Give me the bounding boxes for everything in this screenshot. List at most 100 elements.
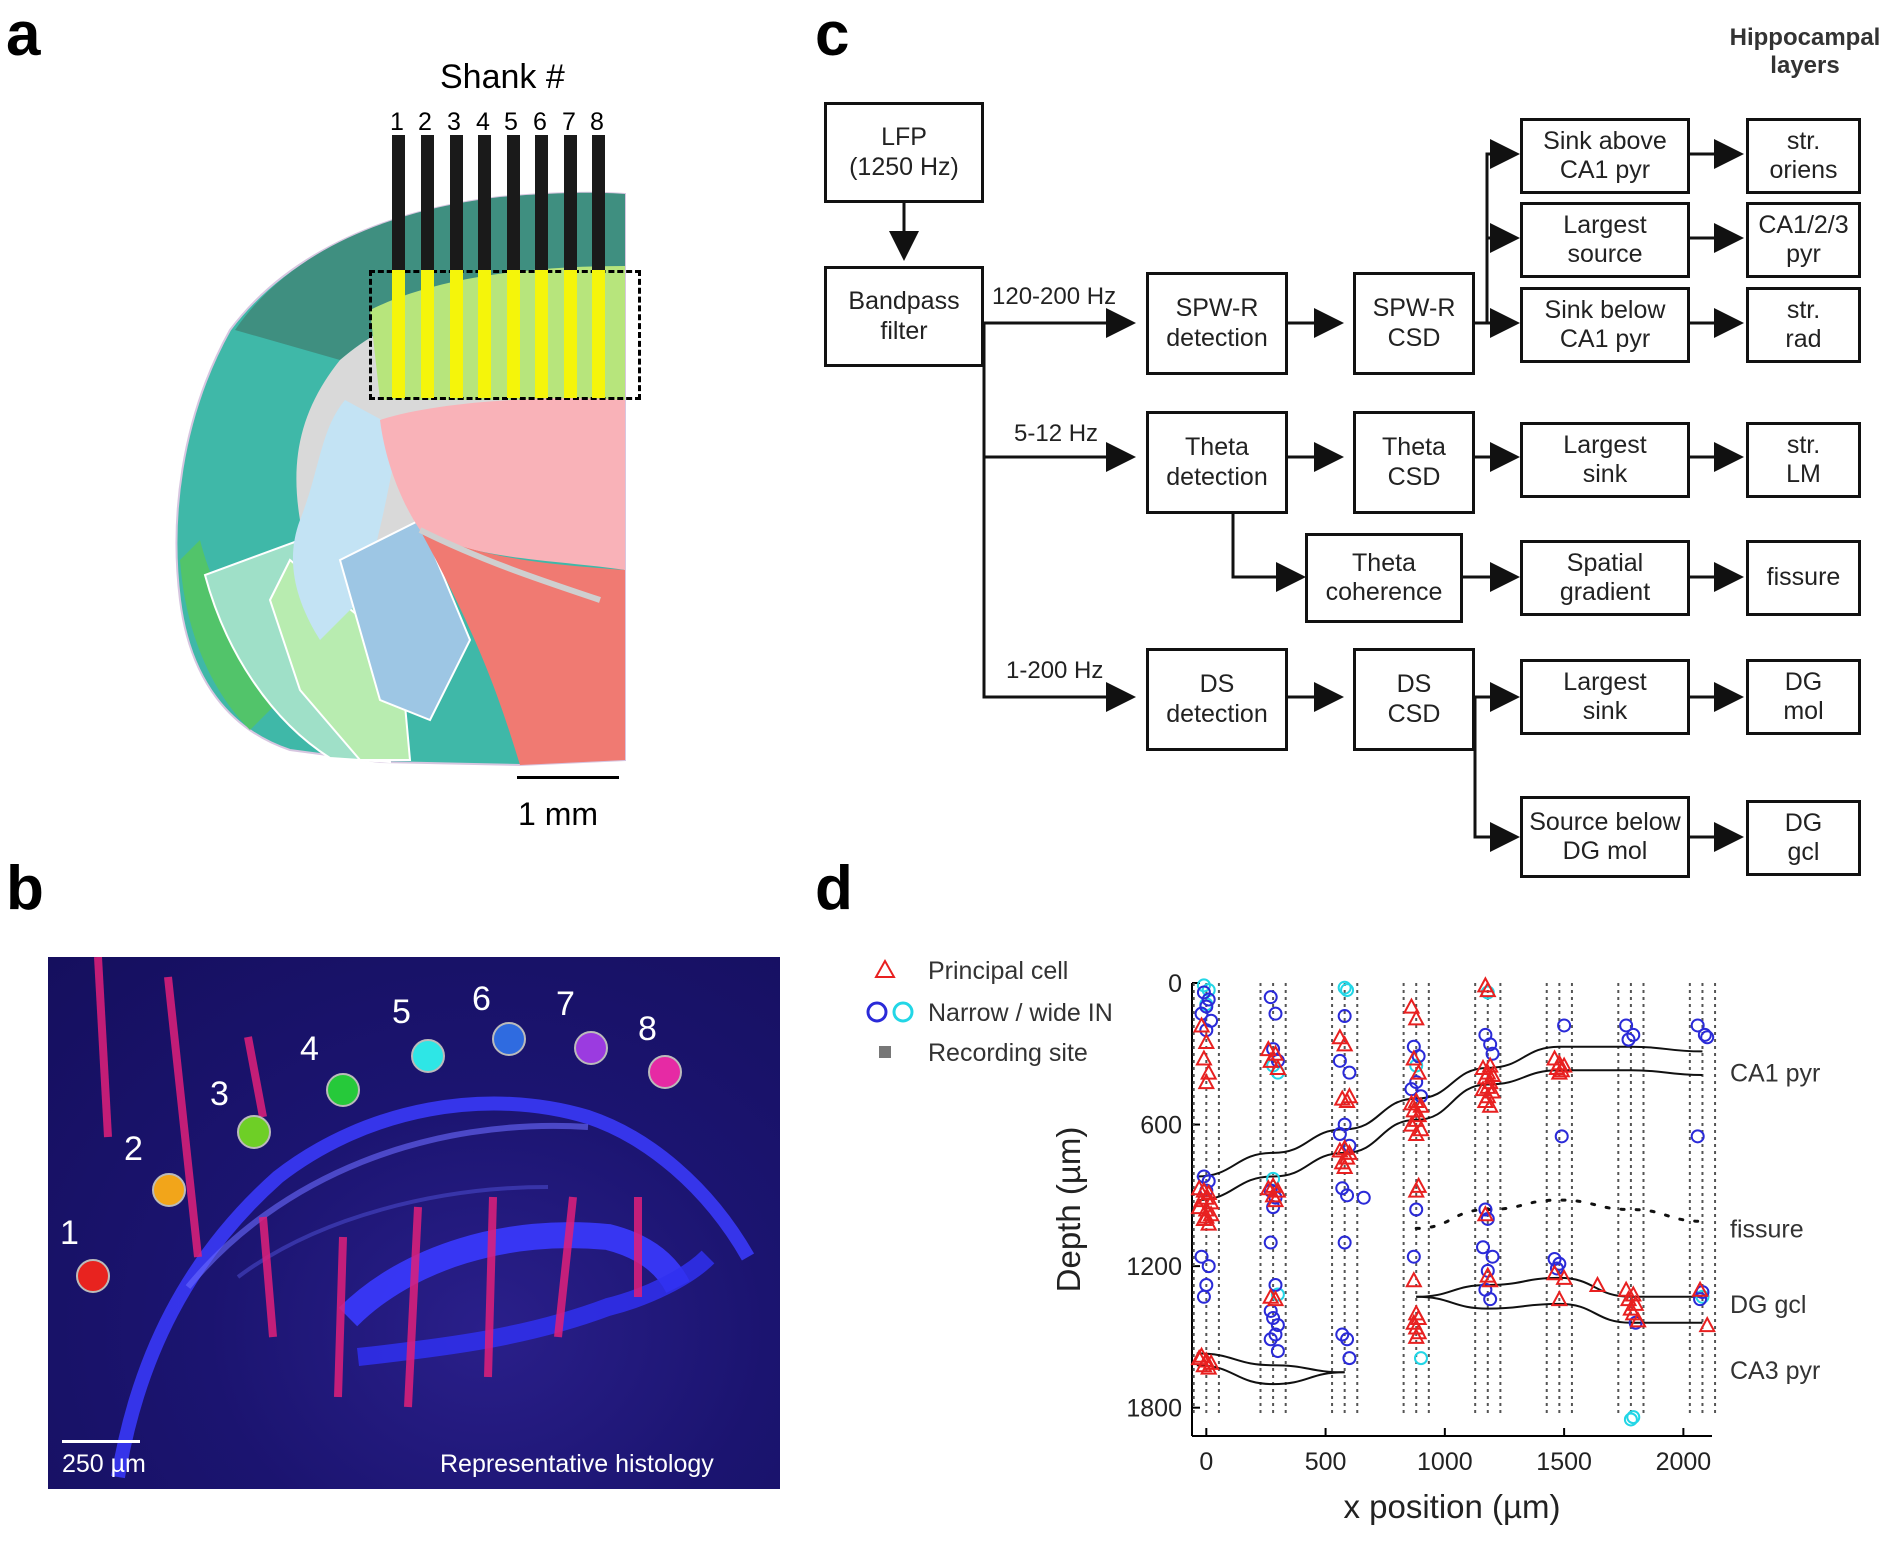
narrow-in-point	[1337, 1235, 1352, 1250]
wide-in-point	[1340, 983, 1355, 998]
principal-cell-point	[1195, 1049, 1213, 1066]
dii-tracks	[94, 957, 642, 1408]
layer-boundary	[1196, 1352, 1345, 1374]
x-tick-label: 1000	[1417, 1448, 1473, 1476]
narrow-in-point	[1549, 1261, 1564, 1276]
principal-cell-point	[1262, 1051, 1280, 1068]
shank-7	[564, 135, 577, 398]
box-theta-coherence: Theta coherence	[1305, 533, 1463, 623]
principal-cell-point	[1192, 1016, 1211, 1033]
narrow-in-point	[1268, 1006, 1283, 1021]
narrow-in-point	[1690, 1018, 1705, 1033]
x-tick-label: 0	[1199, 1448, 1213, 1476]
x-tick-label: 1500	[1536, 1448, 1592, 1476]
principal-cell-point	[1190, 1198, 1208, 1215]
principal-cell-point	[1550, 1063, 1569, 1080]
narrow-in-point	[1409, 1075, 1424, 1090]
box-dg-mol: DG mol	[1746, 659, 1861, 735]
box-spatial-gradient: Spatial gradient	[1520, 540, 1690, 616]
site-marker-6	[492, 1022, 526, 1056]
principal-cell-point	[1259, 1039, 1278, 1057]
box-source-below: Source below DG mol	[1520, 796, 1690, 878]
box-sink-below: Sink below CA1 pyr	[1520, 287, 1690, 363]
box-bandpass: Bandpass filter	[824, 266, 984, 367]
dg-granule-lower	[357, 1250, 715, 1366]
narrow-in-point	[1342, 1351, 1357, 1366]
narrow-in-point	[1270, 1344, 1285, 1359]
panel-label-a: a	[6, 0, 41, 69]
site-marker-2	[152, 1173, 186, 1207]
site-number: 2	[124, 1130, 143, 1168]
layer-label: DG gcl	[1730, 1291, 1806, 1319]
principal-cell-point	[1481, 1271, 1499, 1288]
principal-cell-point	[1691, 1280, 1709, 1297]
narrow-in-point	[1196, 1289, 1211, 1304]
layer-boundary	[1414, 1198, 1704, 1230]
legend-label: Principal cell	[928, 957, 1068, 985]
box-largest-sink-ds: Largest sink	[1520, 659, 1690, 735]
principal-cell-point	[1407, 1124, 1425, 1141]
panel-label-c: c	[815, 0, 850, 69]
principal-cell-point	[1331, 1141, 1349, 1158]
wide-in-point	[1626, 1410, 1641, 1425]
principal-cell-point	[1402, 997, 1421, 1014]
narrow-in-point	[1690, 1129, 1705, 1144]
narrow-in-point	[1201, 992, 1216, 1007]
shank-number: 2	[418, 108, 432, 136]
layer-boundary	[1416, 1295, 1703, 1324]
principal-cell-point	[1481, 1096, 1499, 1113]
flowchart-arrows	[889, 139, 1744, 852]
principal-cell-point	[1200, 1358, 1218, 1375]
scale-bar-label: 1 mm	[518, 796, 598, 832]
histology-image	[48, 957, 780, 1489]
narrow-in-point	[1263, 1235, 1278, 1250]
principal-cell-point	[1698, 1316, 1716, 1333]
principal-cell-point	[1266, 1290, 1285, 1307]
x-tick-label: 2000	[1656, 1448, 1712, 1476]
thalamus-region	[380, 398, 625, 570]
y-tick-label: 1800	[1126, 1395, 1182, 1423]
narrow-in-point	[1270, 1318, 1285, 1333]
principal-cell-point	[1409, 1063, 1428, 1080]
scale-bar-1mm	[517, 776, 619, 779]
narrow-in-point	[1626, 1027, 1641, 1042]
y-tick-label: 600	[1140, 1112, 1182, 1140]
histology-drawing	[94, 957, 755, 1479]
shank-number: 1	[390, 108, 404, 136]
site-number: 1	[60, 1214, 79, 1252]
box-lfp: LFP (1250 Hz)	[824, 102, 984, 203]
box-str-lm: str. LM	[1746, 422, 1861, 498]
principal-cell-point	[1629, 1311, 1647, 1328]
box-str-oriens: str. oriens	[1746, 118, 1861, 194]
box-sink-above: Sink above CA1 pyr	[1520, 118, 1690, 194]
y-tick-label: 1200	[1126, 1253, 1182, 1281]
site-marker-4	[326, 1073, 360, 1107]
narrow-in-point	[1332, 1127, 1347, 1141]
site-number: 5	[392, 993, 411, 1031]
principal-cell-point	[1266, 1044, 1285, 1061]
principal-cell-point	[1588, 1275, 1607, 1292]
shank-5	[507, 135, 520, 398]
recording-region-box	[369, 270, 641, 400]
principal-cell-point	[1197, 1207, 1215, 1224]
principal-cell-point	[1545, 1264, 1564, 1281]
shank-4	[478, 135, 491, 398]
flowchart-header: Hippocampal layers	[1729, 24, 1881, 79]
narrow-in-point	[1332, 1053, 1347, 1068]
pallidum-region	[338, 518, 472, 722]
site-number: 3	[210, 1075, 229, 1113]
ca-pyramidal-glow	[185, 1122, 589, 1289]
layer-label: fissure	[1730, 1215, 1804, 1243]
principal-cell-point	[1338, 1091, 1356, 1108]
site-marker-5	[411, 1039, 445, 1073]
legend-wide-in-marker	[892, 1001, 914, 1023]
shank-1	[392, 135, 405, 398]
box-largest-sink-theta: Largest sink	[1520, 422, 1690, 498]
narrow-in-point	[1196, 985, 1211, 1000]
narrow-in-point	[1335, 1181, 1350, 1196]
freq-label-theta: 5-12 Hz	[1014, 420, 1099, 447]
site-number: 8	[638, 1010, 657, 1048]
narrow-in-point	[1263, 1303, 1278, 1318]
narrow-in-point	[1266, 1311, 1281, 1326]
shanks	[392, 135, 605, 398]
